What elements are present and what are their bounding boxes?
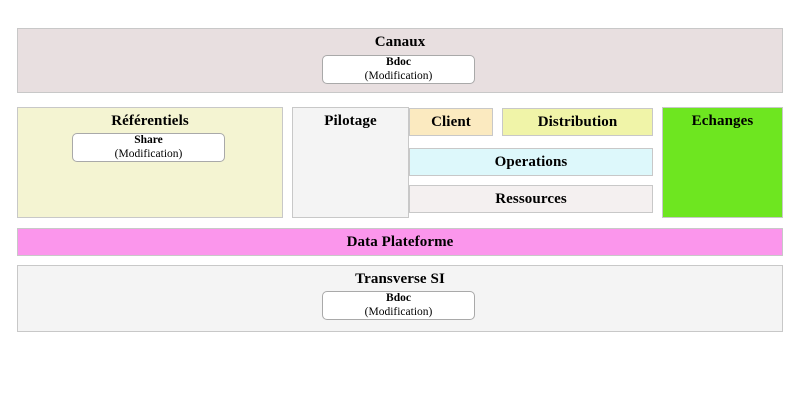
transverse-si-bdoc-name: Bdoc	[386, 292, 411, 305]
block-echanges-title: Echanges	[691, 113, 754, 129]
block-transverse-si-title: Transverse SI	[355, 271, 445, 287]
block-pilotage[interactable]: Pilotage	[292, 107, 409, 218]
block-data-plateforme[interactable]: Data Plateforme	[17, 228, 783, 256]
block-echanges[interactable]: Echanges	[662, 107, 783, 218]
referentiels-share-subbox[interactable]: Share (Modification)	[72, 133, 225, 162]
block-transverse-si[interactable]: Transverse SI	[17, 265, 783, 332]
referentiels-share-state: (Modification)	[114, 147, 183, 160]
canaux-bdoc-subbox[interactable]: Bdoc (Modification)	[322, 55, 475, 84]
transverse-si-bdoc-state: (Modification)	[364, 305, 433, 318]
block-data-plateforme-title: Data Plateforme	[346, 233, 454, 250]
block-distribution-title: Distribution	[537, 113, 618, 130]
block-pilotage-title: Pilotage	[324, 113, 377, 129]
block-distribution[interactable]: Distribution	[502, 108, 653, 136]
block-ressources[interactable]: Ressources	[409, 185, 653, 213]
block-client-title: Client	[431, 113, 471, 130]
block-client[interactable]: Client	[409, 108, 493, 136]
block-operations-title: Operations	[494, 153, 568, 170]
canaux-bdoc-state: (Modification)	[364, 69, 433, 82]
transverse-si-bdoc-subbox[interactable]: Bdoc (Modification)	[322, 291, 475, 320]
referentiels-share-name: Share	[134, 134, 163, 147]
block-referentiels[interactable]: Référentiels	[17, 107, 283, 218]
block-operations[interactable]: Operations	[409, 148, 653, 176]
block-ressources-title: Ressources	[495, 190, 567, 207]
canaux-bdoc-name: Bdoc	[386, 56, 411, 69]
block-referentiels-title: Référentiels	[111, 113, 189, 129]
block-canaux-title: Canaux	[374, 34, 426, 50]
